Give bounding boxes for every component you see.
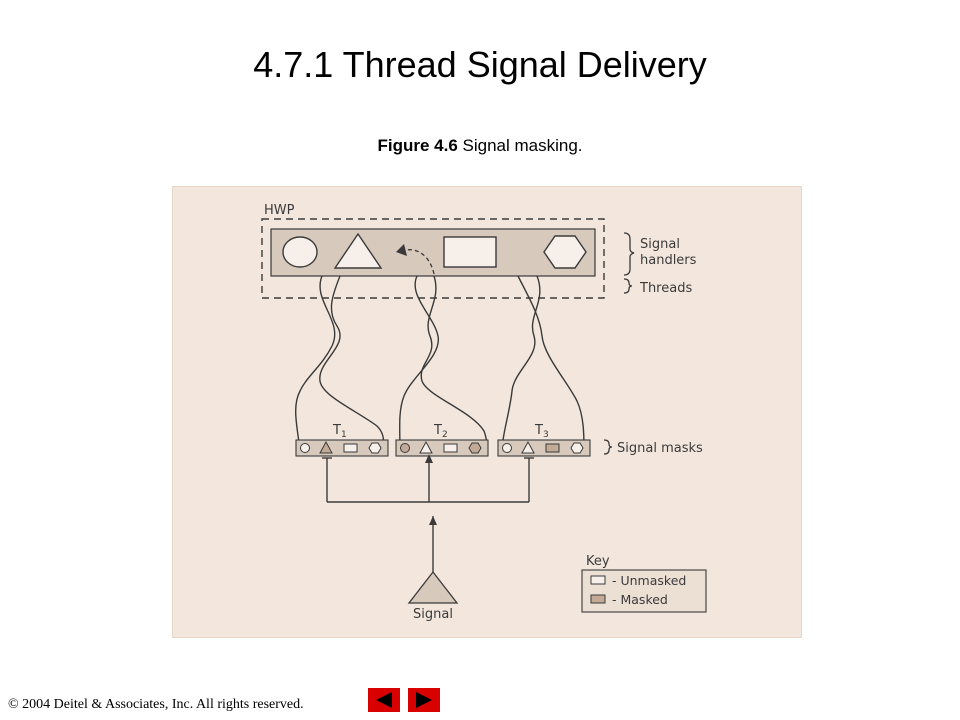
next-slide-button[interactable] [408,688,440,712]
signal-handlers-label-1: Signal [640,237,680,252]
figure-panel: HWP Signal handlers Threads T1 [172,186,802,638]
key-masked-label: - Masked [612,592,668,607]
thread-lines [294,275,585,451]
figure-number: Figure 4.6 [377,136,458,155]
copyright-footer: © 2004 Deitel & Associates, Inc. All rig… [8,697,304,712]
previous-slide-button[interactable] [368,688,400,712]
signal-handler-bar [270,228,596,277]
signal-mask-t2 [395,439,489,457]
threads-label: Threads [639,281,692,296]
signal-arrow-t2-icon [425,454,433,463]
delivery-arrow [405,249,435,275]
key-unmasked-swatch [590,575,606,585]
handler-triangle-icon [333,232,383,269]
thread-label-t1: T1 [332,423,347,440]
handler-rectangle-icon [443,236,497,268]
signal-label: Signal [413,607,453,622]
signal-mask-t1 [295,439,389,457]
key-title: Key [586,554,610,569]
threads-bracket [623,278,633,294]
signal-handlers-label-2: handlers [640,253,697,268]
signal-masking-diagram: HWP Signal handlers Threads T1 [261,203,707,622]
signal-triangle-icon [407,570,459,604]
figure-caption-text: Signal masking. [462,136,583,155]
delivery-arrowhead-icon [396,244,407,256]
right-arrow-icon [416,692,432,708]
figure-caption: Figure 4.6 Signal masking. [0,136,960,156]
delivery-tree [322,457,534,577]
thread-label-t2: T2 [433,423,448,440]
handler-circle-icon [282,236,318,268]
key-masked-swatch [590,594,606,604]
signal-mask-t3 [497,439,591,457]
left-arrow-icon [376,692,392,708]
handler-hexagon-icon [543,235,587,269]
process-label: HWP [264,203,295,218]
signal-masks-label: Signal masks [617,441,703,456]
slide-title: 4.7.1 Thread Signal Delivery [253,44,707,85]
signal-handlers-bracket [623,232,635,276]
thread-label-t3: T3 [534,423,549,440]
key-unmasked-label: - Unmasked [612,573,686,588]
signal-arrow-up-icon [429,516,437,525]
signal-masks-bracket [603,439,613,455]
process-boundary [261,218,605,299]
